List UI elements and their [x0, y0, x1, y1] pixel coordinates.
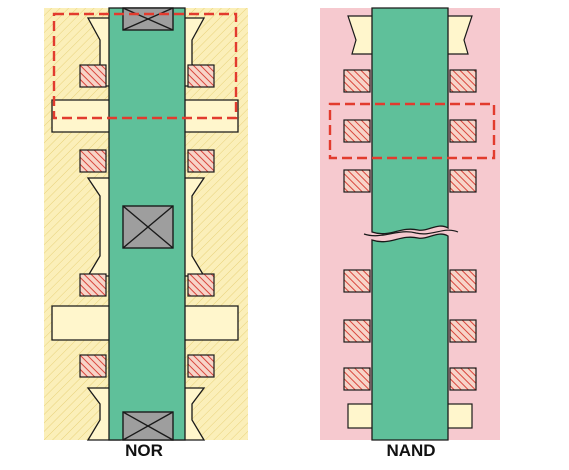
nand-gate — [449, 367, 477, 391]
nand-channel — [371, 7, 449, 235]
nor-gate — [79, 149, 107, 173]
nand-gate — [343, 119, 371, 143]
nor-gate — [79, 273, 107, 297]
nor-gate — [187, 64, 215, 88]
nand-diffusion — [347, 15, 473, 429]
nand-gate — [449, 69, 477, 93]
nor-gate — [79, 354, 107, 378]
nand-gate — [343, 69, 371, 93]
nand-gate — [343, 367, 371, 391]
nand-gate — [449, 269, 477, 293]
nor-highlight-box — [52, 12, 238, 120]
crossed-box-icon — [122, 7, 174, 31]
nand-gate — [343, 319, 371, 343]
wavy-break-icon — [363, 229, 459, 237]
nand-channel — [371, 233, 449, 441]
nand-label: NAND — [386, 441, 436, 460]
crossed-box-icon — [122, 411, 174, 441]
nor-gate — [187, 149, 215, 173]
nor-gate — [79, 64, 107, 88]
nor-gates — [79, 64, 215, 378]
nand-panel — [320, 7, 500, 441]
nand-gate — [449, 319, 477, 343]
crossed-box-icon — [122, 205, 174, 249]
nor-gate — [187, 354, 215, 378]
nor-gate — [187, 273, 215, 297]
nand-gate — [449, 169, 477, 193]
nand-gate — [449, 119, 477, 143]
nand-highlight-box — [328, 102, 496, 160]
nand-gates — [343, 69, 477, 391]
nand-gate — [343, 269, 371, 293]
nand-gate — [343, 169, 371, 193]
nor-label: NOR — [125, 441, 163, 460]
nor-panel — [44, 7, 248, 441]
